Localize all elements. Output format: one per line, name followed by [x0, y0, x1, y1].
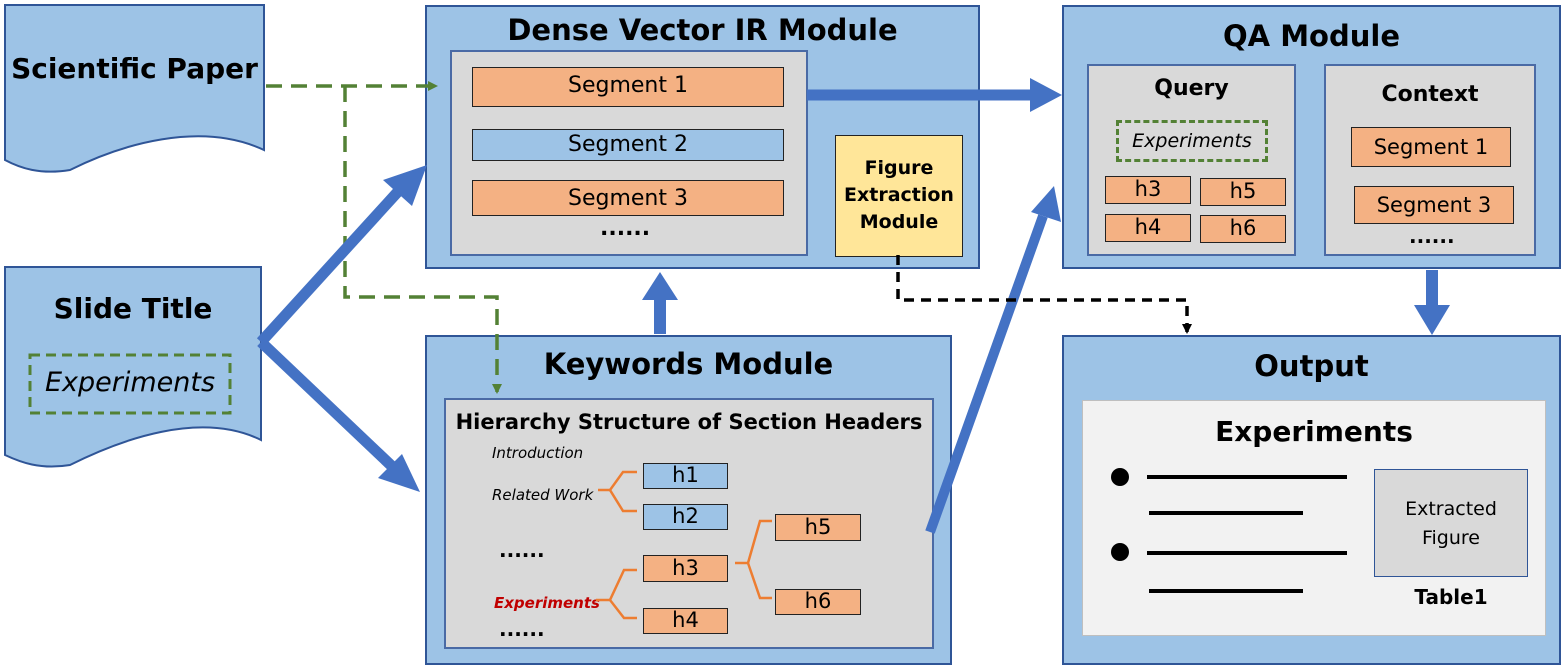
- figure-module-line-3: Module: [859, 211, 939, 233]
- segment-3: Segment 3: [472, 180, 784, 216]
- qa-module: QA Module Query Experiments h3 h5 h4 h6 …: [1062, 5, 1561, 269]
- keywords-module: Keywords Module Hierarchy Structure of S…: [425, 335, 952, 665]
- segment-1: Segment 1: [472, 67, 784, 107]
- qa-title: QA Module: [1223, 19, 1400, 53]
- extracted-figure-line-2: Figure: [1421, 527, 1480, 549]
- context-segment-3: Segment 3: [1354, 186, 1514, 224]
- section-introduction: Introduction: [492, 444, 584, 462]
- figure-extraction-module: Figure Extraction Module: [835, 135, 963, 257]
- context-label: Context: [1381, 82, 1479, 107]
- keywords-title: Keywords Module: [543, 347, 834, 381]
- output-module: Output Experiments Extracted Figure Tabl…: [1062, 335, 1561, 665]
- scientific-paper-label: Scientific Paper: [11, 52, 258, 85]
- output-caption: Table1: [1414, 585, 1488, 609]
- header-h2: h2: [643, 504, 728, 530]
- query-keyword: Experiments: [1116, 120, 1268, 162]
- section-related-work: Related Work: [492, 486, 594, 504]
- output-slide-title: Experiments: [1215, 415, 1413, 448]
- header-h3: h3: [643, 555, 728, 582]
- dense-ir-title: Dense Vector IR Module: [507, 13, 898, 47]
- header-h5: h5: [775, 514, 861, 541]
- extracted-figure-line-1: Extracted: [1405, 498, 1497, 520]
- context-panel: Context Segment 1 Segment 3 ......: [1324, 64, 1536, 256]
- segment-ellipsis: ......: [600, 216, 651, 241]
- output-slide: Experiments Extracted Figure Table1: [1082, 400, 1546, 636]
- query-h4: h4: [1105, 214, 1191, 242]
- hierarchy-title: Hierarchy Structure of Section Headers: [455, 410, 923, 434]
- query-panel: Query Experiments h3 h5 h4 h6: [1087, 64, 1296, 256]
- section-ellipsis-1: ......: [499, 538, 545, 562]
- header-h6: h6: [775, 589, 861, 615]
- segment-panel: Segment 1 Segment 2 Segment 3 ......: [450, 50, 808, 256]
- figure-module-line-1: Figure: [864, 157, 934, 179]
- query-h5: h5: [1200, 178, 1286, 206]
- query-label: Query: [1154, 76, 1229, 101]
- context-segment-1: Segment 1: [1351, 127, 1511, 167]
- section-ellipsis-2: ......: [499, 617, 545, 641]
- header-h4: h4: [643, 608, 728, 634]
- slide-title-label: Slide Title: [53, 292, 213, 325]
- dense-ir-module: Dense Vector IR Module Segment 1 Segment…: [425, 5, 980, 269]
- figure-module-line-2: Extraction: [844, 184, 954, 206]
- slide-keyword: Experiments: [44, 367, 216, 398]
- hierarchy-panel: Hierarchy Structure of Section Headers I…: [444, 398, 934, 649]
- header-h1: h1: [643, 463, 728, 489]
- query-h6: h6: [1200, 215, 1286, 243]
- query-h3: h3: [1105, 176, 1191, 204]
- context-ellipsis: ......: [1409, 224, 1455, 248]
- section-experiments: Experiments: [494, 594, 600, 612]
- segment-2: Segment 2: [472, 129, 784, 161]
- extracted-figure: Extracted Figure: [1374, 469, 1528, 577]
- output-title: Output: [1254, 349, 1369, 383]
